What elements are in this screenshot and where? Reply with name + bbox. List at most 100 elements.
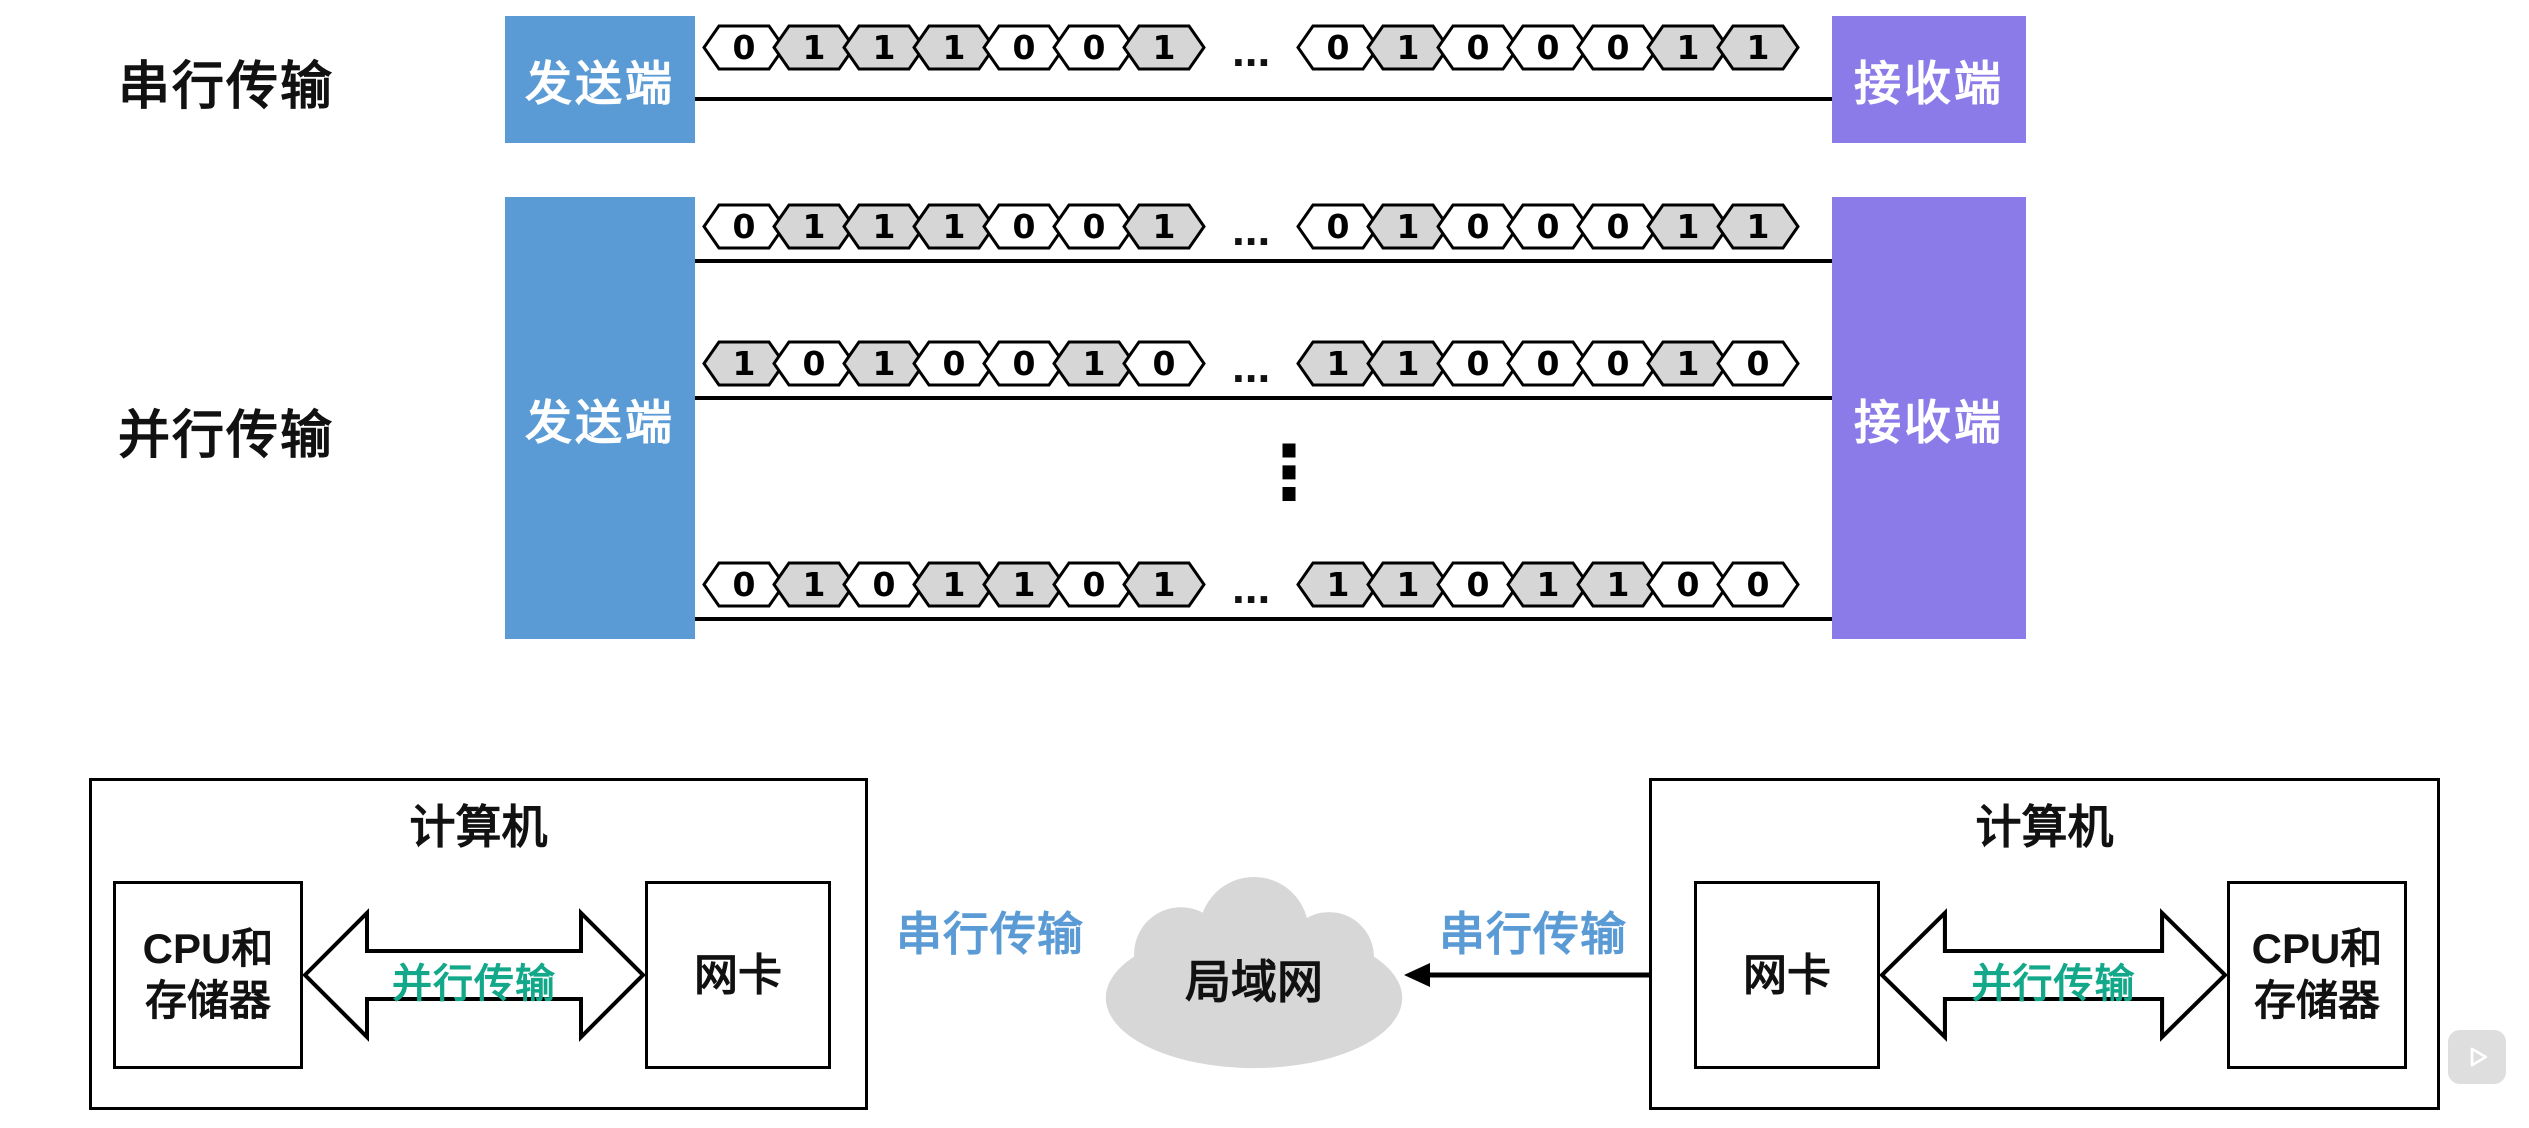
nic-box: 网卡 xyxy=(645,881,831,1069)
svg-text:0: 0 xyxy=(1153,344,1176,383)
svg-text:0: 0 xyxy=(1537,207,1560,246)
svg-text:1: 1 xyxy=(943,207,966,246)
svg-text:1: 1 xyxy=(1397,207,1420,246)
parallel-transfer-label: 并行传输 xyxy=(392,962,556,1006)
serial-section-label: 串行传输 xyxy=(118,58,335,116)
bit-cell: 0 xyxy=(1506,24,1591,71)
svg-text:0: 0 xyxy=(1083,28,1106,67)
svg-text:0: 0 xyxy=(1677,565,1700,604)
bit-cell: 1 xyxy=(842,340,926,387)
bit-cell: 0 xyxy=(1506,340,1591,387)
svg-text:1: 1 xyxy=(873,344,896,383)
svg-text:0: 0 xyxy=(1467,344,1490,383)
svg-text:1: 1 xyxy=(1083,344,1106,383)
bit-cell: 1 xyxy=(702,340,786,387)
bit-cell: 0 xyxy=(1436,340,1521,387)
svg-text:0: 0 xyxy=(1327,28,1350,67)
svg-text:1: 1 xyxy=(873,28,896,67)
cpu-memory-label-line2: 存储器 xyxy=(144,977,271,1024)
bidirectional-link-arrow xyxy=(1404,963,1688,987)
bit-cell: 1 xyxy=(912,561,996,608)
parallel-transfer-label: 并行传输 xyxy=(1971,962,2136,1006)
svg-text:0: 0 xyxy=(733,565,756,604)
svg-text:0: 0 xyxy=(1083,207,1106,246)
svg-text:1: 1 xyxy=(803,28,826,67)
bit-cell: 0 xyxy=(1576,203,1661,250)
svg-text:1: 1 xyxy=(1677,344,1700,383)
parallel-transmission-line-3 xyxy=(695,617,1832,621)
bits-ellipsis: ... xyxy=(1232,560,1271,613)
svg-text:1: 1 xyxy=(803,565,826,604)
svg-text:0: 0 xyxy=(1013,28,1036,67)
serial-transmission-line xyxy=(695,97,1832,101)
svg-text:1: 1 xyxy=(1327,565,1350,604)
bit-cell: 0 xyxy=(702,561,786,608)
svg-text:0: 0 xyxy=(1607,28,1630,67)
svg-text:1: 1 xyxy=(1327,344,1350,383)
serial-receiver-box: 接收端 xyxy=(1832,16,2026,143)
bit-cell: 1 xyxy=(1122,24,1206,71)
bit-cell: 0 xyxy=(1296,203,1381,250)
svg-text:1: 1 xyxy=(943,28,966,67)
bit-cell: 0 xyxy=(1052,24,1136,71)
bit-cell: 1 xyxy=(772,203,856,250)
bit-cell: 1 xyxy=(1506,561,1591,608)
video-play-overlay-icon[interactable] xyxy=(2448,1030,2506,1084)
cpu-memory-label-line1: CPU和 xyxy=(142,924,274,972)
bit-cell: 1 xyxy=(1366,203,1451,250)
svg-text:0: 0 xyxy=(733,28,756,67)
svg-text:1: 1 xyxy=(1537,565,1560,604)
lan-label: 局域网 xyxy=(1185,956,1323,1008)
svg-text:0: 0 xyxy=(803,344,826,383)
bit-cell: 1 xyxy=(772,561,856,608)
parallel-transmission-line-2 xyxy=(695,396,1832,400)
bit-cell: 1 xyxy=(982,561,1066,608)
bit-cell: 0 xyxy=(982,203,1066,250)
svg-text:0: 0 xyxy=(1327,207,1350,246)
bit-cell: 0 xyxy=(842,561,926,608)
bit-cell: 1 xyxy=(1646,24,1731,71)
bit-cell: 1 xyxy=(1716,24,1801,71)
lan-cloud: 局域网 xyxy=(1098,870,1410,1077)
svg-text:1: 1 xyxy=(1153,565,1176,604)
bit-cell: 0 xyxy=(1052,561,1136,608)
bit-cell: 0 xyxy=(1576,340,1661,387)
parallel-section-label: 并行传输 xyxy=(118,407,335,465)
bit-cell: 1 xyxy=(912,203,996,250)
parallel-receiver-box: 接收端 xyxy=(1832,197,2026,639)
svg-text:0: 0 xyxy=(1607,344,1630,383)
serial-transfer-label-right: 串行传输 xyxy=(1439,908,1627,960)
bit-cell: 0 xyxy=(702,24,786,71)
bit-cell: 1 xyxy=(1716,203,1801,250)
bit-cell: 1 xyxy=(772,24,856,71)
bit-cell: 0 xyxy=(1716,340,1801,387)
svg-text:1: 1 xyxy=(1153,207,1176,246)
svg-text:1: 1 xyxy=(1397,28,1420,67)
svg-text:0: 0 xyxy=(733,207,756,246)
cpu-memory-label-line2: 存储器 xyxy=(2253,977,2380,1024)
bit-cell: 1 xyxy=(1576,561,1661,608)
svg-text:0: 0 xyxy=(1013,344,1036,383)
bit-cell: 1 xyxy=(1366,24,1451,71)
bit-cell: 0 xyxy=(1506,203,1591,250)
cpu-memory-label-line1: CPU和 xyxy=(2251,924,2383,972)
svg-text:0: 0 xyxy=(1083,565,1106,604)
svg-text:1: 1 xyxy=(1747,207,1770,246)
bit-cell: 0 xyxy=(982,340,1066,387)
bit-cell: 0 xyxy=(912,340,996,387)
svg-text:0: 0 xyxy=(1467,565,1490,604)
svg-text:1: 1 xyxy=(1677,207,1700,246)
vertical-ellipsis: ⋮ xyxy=(1252,431,1326,514)
computer-box-left: 计算机 CPU和 存储器 并行传输 网卡 xyxy=(89,778,868,1110)
svg-text:0: 0 xyxy=(1467,207,1490,246)
svg-text:1: 1 xyxy=(733,344,756,383)
bit-cell: 0 xyxy=(1576,24,1661,71)
parallel-sender-box: 发送端 xyxy=(505,197,695,639)
svg-text:0: 0 xyxy=(943,344,966,383)
svg-text:1: 1 xyxy=(1677,28,1700,67)
parallel-double-arrow xyxy=(1880,908,2227,1042)
bit-cell: 0 xyxy=(772,340,856,387)
